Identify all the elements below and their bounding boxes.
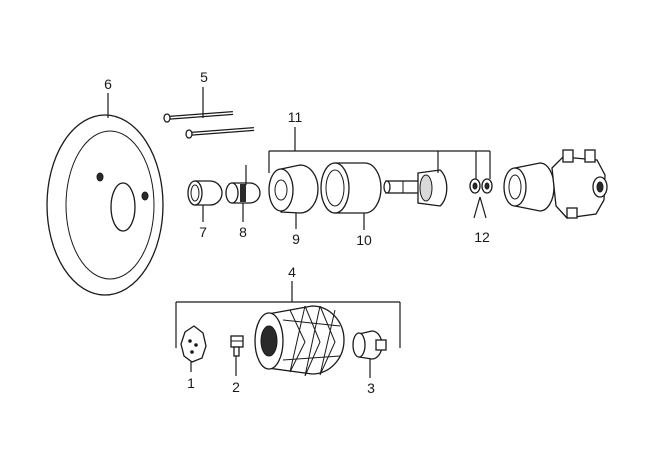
callout-5: 5: [200, 69, 208, 85]
callout-3: 3: [367, 380, 375, 396]
escutcheon-plate: [46, 114, 164, 296]
callout-7: 7: [199, 224, 207, 240]
callout-11: 11: [288, 109, 303, 125]
callout-8: 8: [239, 224, 247, 240]
callout-9: 9: [292, 231, 300, 247]
index-button: [180, 325, 207, 363]
sleeve: [187, 180, 223, 206]
callout-2: 2: [232, 379, 240, 395]
bracket-4: [175, 281, 401, 348]
callout-12: 12: [474, 229, 490, 245]
cartridge: [383, 169, 448, 207]
valve-body: [503, 149, 608, 219]
callout-4: 4: [288, 264, 296, 280]
bonnet: [268, 164, 319, 214]
callout-10: 10: [356, 232, 372, 248]
adapter: [352, 330, 387, 360]
callout-6: 6: [104, 76, 112, 92]
handle-knob: [254, 305, 345, 377]
stop-tube: [225, 165, 261, 204]
leader-12a: [473, 196, 481, 219]
handle-screw: [230, 335, 244, 357]
washers: [469, 178, 493, 194]
mounting-screws: [163, 111, 255, 139]
leader-12b: [479, 196, 487, 219]
callout-1: 1: [187, 375, 195, 391]
housing-sleeve: [320, 162, 382, 214]
bracket-11: [268, 127, 491, 179]
